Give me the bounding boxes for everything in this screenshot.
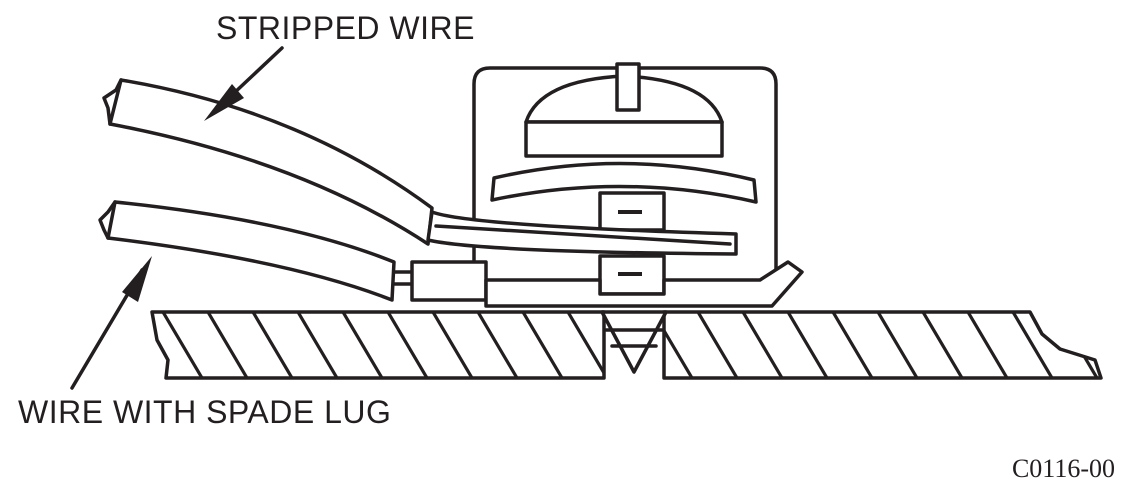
spade-lug-tongue: [484, 260, 804, 308]
stripped-wire-insulation: [108, 78, 434, 246]
callout-arrow-spade-lug: [70, 256, 152, 390]
stripped-wire-broken-end: [102, 78, 123, 126]
spade-lug-barrel: [410, 260, 488, 302]
stripped-wire: [102, 78, 738, 256]
mounting-plate: [150, 310, 1103, 380]
spade-lug-label: WIRE WITH SPADE LUG: [18, 394, 392, 430]
screw-head: [524, 62, 724, 158]
spade-lug-wire-broken-end: [98, 200, 117, 240]
stripped-wire-label: STRIPPED WIRE: [216, 10, 475, 46]
stripped-wire-conductor: [426, 210, 738, 256]
screw-shank-lower: [598, 254, 666, 296]
screw-tip: [600, 310, 668, 374]
figure-id: C0116-00: [1011, 454, 1115, 483]
spade-lug-wire-insulation: [106, 200, 396, 302]
lock-washer: [490, 161, 758, 204]
plate-left-outline: [150, 310, 606, 380]
plate-right-outline: [662, 310, 1103, 380]
screw-shank-upper: [598, 191, 666, 232]
wire-with-spade-lug: [98, 200, 804, 308]
callout-arrow-stripped-wire: [204, 46, 284, 121]
plate-left-hatch: [152, 312, 604, 378]
